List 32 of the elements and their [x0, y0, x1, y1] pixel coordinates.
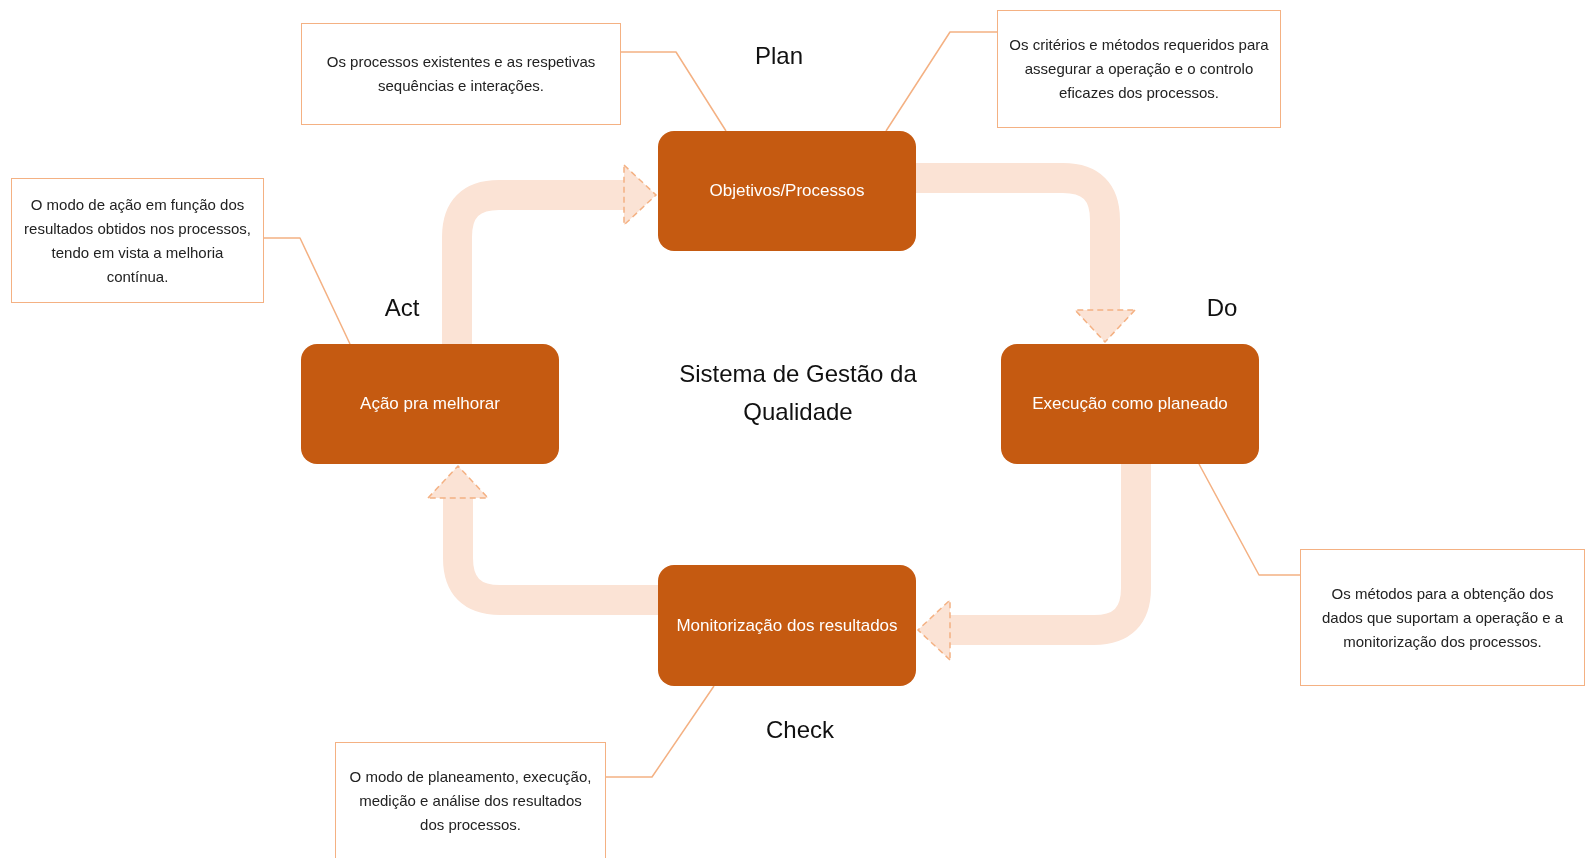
process-box	[658, 131, 916, 251]
process-box	[658, 565, 916, 686]
leader-line	[620, 51, 727, 132]
process-label: Monitorização dos resultados	[676, 614, 898, 637]
leader-line	[885, 31, 998, 132]
phase-label: Do	[1206, 294, 1238, 322]
callout-box	[997, 10, 1281, 128]
callout-box	[335, 742, 606, 858]
leader-line	[1198, 463, 1301, 576]
process-box	[1001, 344, 1259, 464]
callout-box	[11, 178, 264, 303]
block-arrow	[442, 164, 657, 344]
callout-text: O modo de ação em função dos resultados obtidos nos processos, tendo em vista a melhoria contínua.	[23, 194, 252, 287]
callout-box	[301, 23, 621, 125]
center-title: Sistema de Gestão da Qualidade	[678, 359, 918, 428]
callout-text: Os critérios e métodos requeridos para assegurar a operação e o controlo eficazes dos processos.	[1008, 35, 1270, 103]
leader-line	[263, 237, 351, 345]
phase-label: Plan	[755, 42, 803, 70]
process-label: Ação pra melhorar	[360, 393, 500, 416]
callout-box	[1300, 549, 1585, 686]
block-arrow	[916, 163, 1136, 343]
process-box	[301, 344, 559, 464]
callout-text: O modo de planeamento, execução, medição e análise dos resultados dos processos.	[348, 766, 593, 835]
process-label: Execução como planeado	[1032, 393, 1228, 416]
callout-text: Os métodos para a obtenção dos dados que suportam a operação e a monitorização dos processos.	[1321, 583, 1564, 652]
phase-label: Act	[384, 294, 420, 322]
callout-text: Os processos existentes e as respetivas sequências e interações.	[325, 52, 597, 96]
leader-line	[605, 685, 715, 778]
phase-label: Check	[766, 716, 834, 744]
block-arrow	[917, 464, 1151, 661]
block-arrow	[427, 465, 658, 615]
process-label: Objetivos/Processos	[709, 180, 865, 203]
